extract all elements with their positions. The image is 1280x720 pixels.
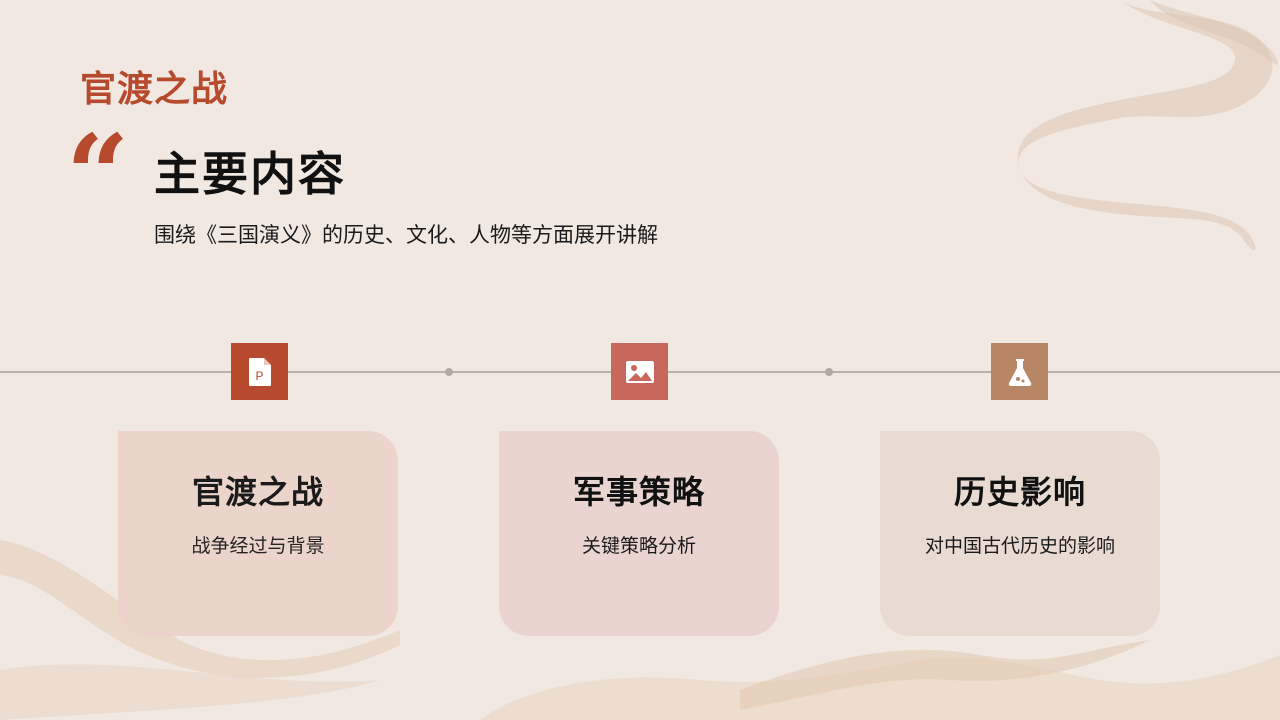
presentation-title: 官渡之战 bbox=[80, 69, 229, 110]
icon-box-3 bbox=[991, 343, 1048, 400]
image-icon bbox=[625, 360, 654, 383]
section-title: 主要内容 bbox=[154, 147, 346, 201]
card-description: 战争经过与背景 bbox=[191, 535, 325, 557]
card-description: 对中国古代历史的影响 bbox=[924, 535, 1115, 557]
flask-icon bbox=[1008, 358, 1031, 386]
timeline-dot bbox=[825, 368, 833, 376]
ink-wash-decoration-top-right bbox=[1017, 0, 1279, 251]
timeline-dot bbox=[445, 368, 453, 376]
card-guandu: 官渡之战 战争经过与背景 bbox=[118, 431, 398, 636]
quote-mark-icon: “ bbox=[66, 110, 130, 239]
icon-box-1: P bbox=[231, 343, 288, 400]
icon-box-2 bbox=[611, 343, 668, 400]
card-title: 官渡之战 bbox=[191, 473, 324, 511]
card-title: 军事策略 bbox=[572, 473, 705, 511]
card-description: 关键策略分析 bbox=[581, 535, 696, 557]
powerpoint-file-icon: P bbox=[248, 357, 271, 386]
svg-text:P: P bbox=[255, 369, 263, 383]
section-subtitle: 围绕《三国演义》的历史、文化、人物等方面展开讲解 bbox=[154, 223, 658, 247]
card-title: 历史影响 bbox=[953, 473, 1086, 511]
card-influence: 历史影响 对中国古代历史的影响 bbox=[880, 431, 1160, 636]
card-strategy: 军事策略 关键策略分析 bbox=[499, 431, 779, 636]
